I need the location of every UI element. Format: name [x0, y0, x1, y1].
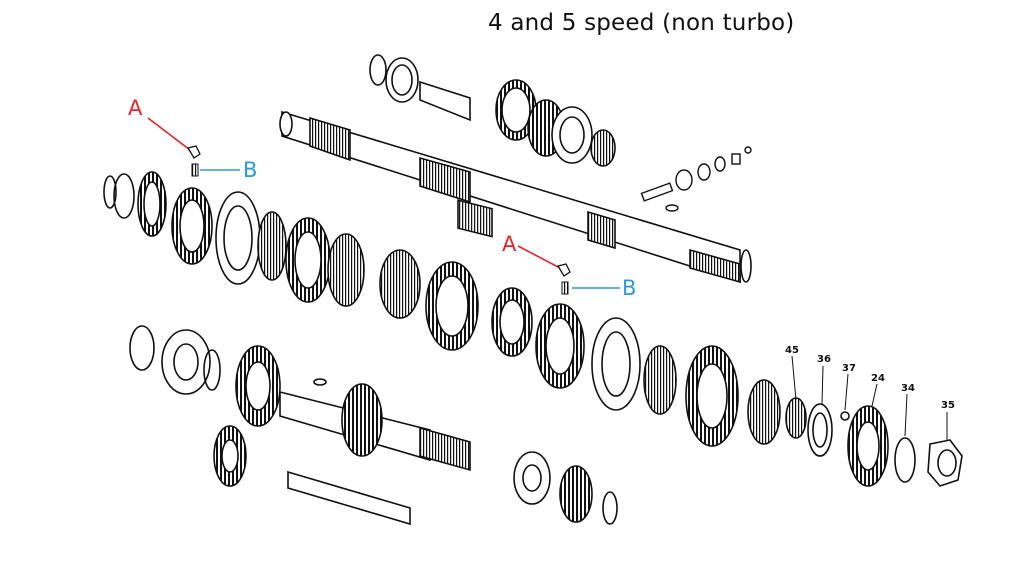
snap-ring: [369, 54, 387, 86]
washer: [385, 57, 419, 103]
leader-24: [871, 383, 878, 407]
callout-b-upper: B: [243, 158, 258, 182]
countershaft-spline: [419, 426, 471, 472]
upper-gear-1-hub: [501, 87, 531, 133]
main-shaft-end: [279, 111, 293, 137]
part-35-nut: [927, 439, 963, 487]
part-number-label: 37: [842, 363, 856, 374]
callout-a-lower: A: [502, 232, 517, 256]
synchro-sleeve-2-inner: [601, 331, 631, 397]
lower-end-snap-ring: [602, 491, 618, 525]
upper-bearing-inner: [559, 116, 585, 154]
main-shaft-tail: [740, 249, 752, 283]
callout-b-lower: B: [622, 276, 637, 300]
upper-shaft-spline: [457, 199, 493, 238]
upper-bearing: [551, 106, 593, 164]
gear-6-hub: [696, 363, 728, 429]
lower-washer: [129, 325, 155, 371]
diagram-title: 4 and 5 speed (non turbo): [488, 10, 795, 36]
callout-a-upper: A: [128, 96, 143, 120]
shift-ring: [697, 163, 711, 181]
lower-rear-bearing: [513, 451, 551, 505]
shift-rod: [640, 182, 674, 202]
leader-a-upper: [147, 117, 191, 151]
reverse-idler-shaft: [287, 470, 411, 526]
middle-gear-train: [103, 171, 963, 487]
shift-nut: [731, 153, 741, 165]
reverse-idler-hub: [221, 439, 239, 473]
shift-bushing: [675, 169, 693, 191]
part-45-collar: [785, 397, 807, 439]
leader-37: [844, 373, 849, 411]
needle-bearing-2: [379, 249, 421, 319]
shift-linkage-parts: [640, 146, 752, 212]
gear-2-hub: [179, 199, 205, 253]
leader-45: [791, 355, 797, 401]
baulk-ring: [643, 345, 677, 415]
gear-3-hub: [294, 231, 322, 289]
washer-inner: [391, 64, 413, 96]
lower-snap-ring: [203, 349, 221, 391]
lower-rear-bearing-inner: [522, 464, 542, 492]
upper-shaft-stub: [419, 80, 471, 122]
thrust-washer-left: [113, 173, 135, 219]
part-36-washer-inner: [812, 412, 828, 448]
lower-gear-3: [559, 465, 593, 523]
main-shaft-spline-rear: [689, 248, 741, 284]
part-24-gear-hub: [856, 421, 880, 471]
main-shaft-spline-front: [309, 116, 351, 162]
detent-clip-upper: [186, 145, 201, 159]
synchro-sleeve-2: [591, 317, 641, 411]
part-number-leaders: [791, 355, 948, 440]
lower-bearing-inner: [173, 343, 199, 381]
needle-bearing-rear: [747, 379, 781, 445]
part-37-ball: [840, 411, 850, 421]
gear-4-hub: [435, 275, 469, 337]
part-number-label: 24: [871, 373, 885, 384]
synchro-hub: [257, 211, 287, 281]
main-shaft-spline-mid: [419, 156, 471, 204]
leader-36: [821, 365, 824, 405]
main-shaft-thread: [587, 210, 616, 250]
leader-34: [904, 393, 908, 437]
detent-pin: [665, 204, 679, 212]
part-number-label: 35: [941, 400, 955, 411]
lower-bearing: [161, 329, 211, 395]
part-34-washer: [894, 437, 916, 483]
gear-5-hub: [499, 299, 525, 345]
gear-1-hub: [143, 181, 161, 227]
shift-washer: [714, 156, 726, 172]
shift-pin: [744, 146, 752, 154]
leader-a-lower: [517, 245, 561, 269]
part-number-label: 45: [785, 345, 799, 356]
needle-bearing-mid: [327, 233, 365, 307]
part-35-nut-bore: [937, 449, 957, 477]
detent-spring-lower: [561, 281, 569, 295]
woodruff-key: [313, 378, 327, 386]
part-number-label: 34: [901, 383, 915, 394]
lower-shaft-assembly: [129, 325, 618, 526]
snap-ring-left: [103, 175, 117, 209]
needle-bearing: [590, 129, 616, 167]
synchro-hub-2-inner: [545, 317, 575, 375]
main-shaft-assembly: [279, 110, 752, 284]
lower-gear-1-hub: [245, 361, 271, 411]
upper-shaft-assembly: [369, 54, 616, 238]
part-36-washer: [807, 403, 833, 457]
detent-clip-lower: [556, 263, 571, 277]
part-number-label: 36: [817, 354, 831, 365]
lower-gear-2: [341, 383, 383, 457]
callout-leaders: [147, 117, 620, 295]
detent-spring-upper: [191, 163, 199, 177]
synchro-sleeve-inner: [223, 205, 253, 271]
